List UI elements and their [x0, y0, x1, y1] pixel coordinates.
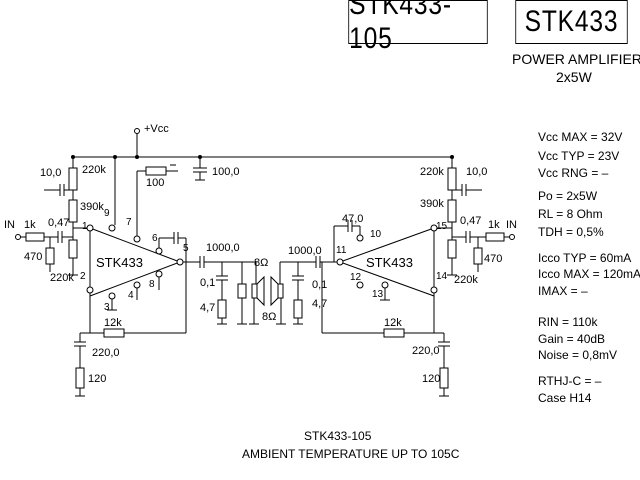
pin-9: 9 — [104, 208, 110, 219]
spec-imax: IMAX = – — [538, 284, 588, 298]
spec-rthj: RTHJ-C = – — [538, 374, 602, 388]
series-name: STK433 — [524, 5, 619, 38]
left-r-gnd: 470 — [24, 251, 43, 263]
pin-14: 14 — [436, 271, 448, 282]
left-r-fb: 12k — [104, 317, 122, 329]
left-r-zobel: 4,7 — [200, 302, 216, 314]
caption-part: STK433-105 — [304, 429, 372, 443]
right-r-in: 1k — [488, 219, 500, 231]
spec-vcc-rng: Vcc RNG = – — [538, 166, 609, 180]
left-c-zobel: 0,1 — [200, 277, 216, 289]
pin-8: 8 — [149, 279, 155, 290]
spec-tdh: TDH = 0,5% — [538, 225, 604, 239]
left-input-label: IN — [4, 219, 15, 231]
spec-icco-typ: Icco TYP = 60mA — [538, 251, 632, 265]
pin-10: 10 — [370, 229, 382, 240]
right-r-fb-gnd: 120 — [422, 373, 441, 385]
part-number-box: STK433-105 — [348, 0, 488, 55]
left-c-fb: 220,0 — [92, 347, 120, 359]
r-decoupling-label: 100 — [146, 177, 165, 189]
left-r-fb-gnd: 120 — [88, 373, 107, 385]
right-c-top: 10,0 — [466, 166, 488, 178]
right-r-zobel: 4,7 — [312, 298, 328, 310]
caption-temperature: AMBIENT TEMPERATURE UP TO 105C — [242, 447, 460, 461]
pin-2: 2 — [80, 271, 86, 282]
left-ic-label: STK433 — [96, 255, 143, 270]
spec-rl: RL = 8 Ohm — [538, 207, 603, 221]
right-r-fb: 12k — [384, 317, 402, 329]
spec-gain: Gain = 40dB — [538, 332, 606, 346]
left-r-220-low: 220k — [50, 272, 74, 284]
pin-12: 12 — [350, 272, 362, 283]
decoupling-network — [137, 157, 207, 181]
pin-15: 15 — [436, 221, 448, 232]
spec-vcc-typ: Vcc TYP = 23V — [538, 149, 620, 163]
right-c-in: 0,47 — [460, 215, 482, 227]
supply-label: +Vcc — [144, 123, 169, 135]
pin-7: 7 — [126, 217, 132, 228]
spec-rin: RIN = 110k — [538, 315, 598, 329]
pin-3: 3 — [104, 302, 110, 313]
right-r-390: 390k — [420, 198, 444, 210]
title-line1: POWER AMPLIFIER — [512, 51, 640, 67]
right-input-label: IN — [506, 219, 517, 231]
left-speaker: 8Ω — [254, 257, 269, 269]
spec-icco-max: Icco MAX = 120mA — [538, 267, 640, 281]
right-c-fb: 220,0 — [412, 345, 440, 357]
pin-1: 1 — [82, 221, 88, 232]
c-decoupling-label: 100,0 — [212, 166, 240, 178]
left-r-390: 390k — [80, 201, 104, 213]
left-amplifier — [15, 157, 265, 397]
series-box: STK433 — [515, 0, 628, 44]
spec-po: Po = 2x5W — [538, 189, 598, 203]
left-r-in: 1k — [24, 219, 36, 231]
right-c-out: 1000,0 — [288, 245, 322, 257]
left-c-out: 1000,0 — [206, 242, 240, 254]
right-r-bias-top: 220k — [420, 166, 444, 178]
left-c-in: 0,47 — [48, 217, 70, 229]
right-ic-label: STK433 — [366, 255, 413, 270]
right-amplifier — [270, 157, 515, 397]
right-c-zobel: 0,1 — [312, 279, 328, 291]
part-number: STK433-105 — [349, 0, 452, 55]
right-r-gnd: 470 — [484, 253, 503, 265]
spec-noise: Noise = 0,8mV — [538, 348, 618, 362]
supply-rail — [71, 128, 454, 159]
right-speaker: 8Ω — [262, 311, 277, 323]
left-c-top: 10,0 — [40, 167, 62, 179]
pin-13: 13 — [372, 289, 384, 300]
left-r-bias-top: 220k — [82, 164, 106, 176]
title-line2: 2x5W — [556, 69, 592, 85]
pin-11: 11 — [336, 245, 347, 256]
spec-vcc-max: Vcc MAX = 32V — [538, 130, 623, 144]
pin-4: 4 — [128, 290, 134, 301]
pin-6: 6 — [152, 233, 158, 244]
right-r-220-low: 220k — [454, 274, 478, 286]
right-c-boot: 47,0 — [342, 213, 364, 225]
pin-5: 5 — [183, 243, 189, 254]
spec-case: Case H14 — [538, 391, 592, 405]
